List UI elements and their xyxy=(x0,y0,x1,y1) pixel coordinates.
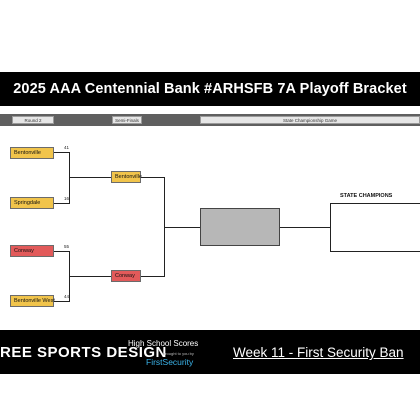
team-springdale: Springdale xyxy=(10,197,54,209)
bracket-line xyxy=(330,203,331,252)
high-school-scores-label: High School Scores xyxy=(128,339,199,348)
round-2-header: Round 2 xyxy=(12,116,54,124)
championship-header: State Championship Game xyxy=(200,116,420,124)
championship-game-box xyxy=(200,208,280,246)
state-champions-label: STATE CHAMPIONS xyxy=(340,193,393,199)
score-bentonville-west: 44 xyxy=(64,294,70,299)
bracket-line xyxy=(69,152,70,204)
score-bentonville: 41 xyxy=(64,145,70,150)
week-banner-link[interactable]: Week 11 - First Security Ban xyxy=(233,345,404,360)
bracket-line xyxy=(54,152,70,153)
bracket-line xyxy=(280,227,330,228)
score-conway: 55 xyxy=(64,244,70,249)
semifinal-team-conway: Conway xyxy=(111,270,141,282)
footer-bar xyxy=(0,330,420,374)
bracket-line xyxy=(330,251,420,252)
semifinal-team-bentonville: Bentonville xyxy=(111,171,142,183)
brand-logo: REE SPORTS DESIGN xyxy=(0,344,167,361)
bracket-line xyxy=(54,301,70,302)
bracket-line xyxy=(69,276,111,277)
team-bentonville-west: Bentonville West xyxy=(10,295,55,307)
sponsor-logo: FirstSecurity xyxy=(146,357,194,367)
page-title: 2025 AAA Centennial Bank #ARHSFB 7A Play… xyxy=(13,81,407,97)
brought-by-text: brought to you by xyxy=(163,351,194,356)
bracket-line xyxy=(54,251,70,252)
bracket-line xyxy=(164,227,200,228)
team-conway: Conway xyxy=(10,245,54,257)
semifinals-header: Semi-Finals xyxy=(112,116,142,124)
score-springdale: 16 xyxy=(64,196,70,201)
bracket-line xyxy=(141,276,165,277)
team-bentonville: Bentonville xyxy=(10,147,54,159)
bracket-line xyxy=(330,203,420,204)
bracket-line xyxy=(69,177,111,178)
bracket-line xyxy=(141,177,165,178)
title-bar: 2025 AAA Centennial Bank #ARHSFB 7A Play… xyxy=(0,72,420,106)
bracket-line xyxy=(54,203,70,204)
